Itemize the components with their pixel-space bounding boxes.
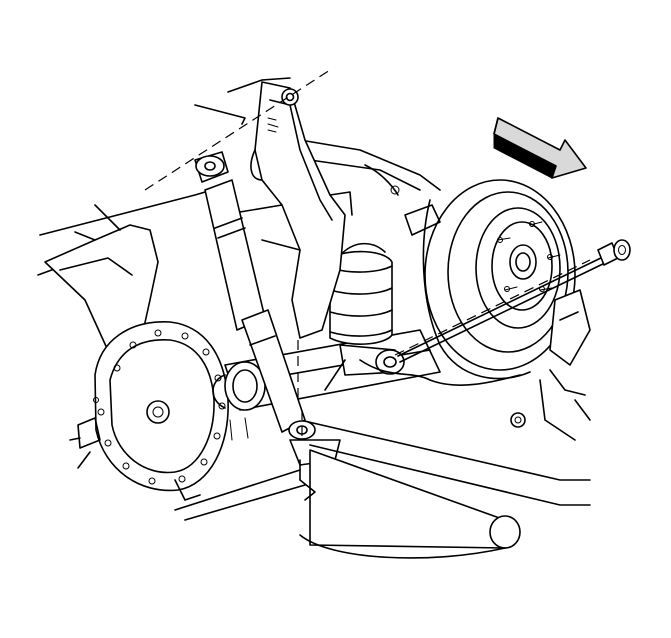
trailing-arm [324,344,405,391]
brake-line [174,359,521,501]
caliper-bracket [510,289,591,441]
direction-arrow-icon [493,117,587,179]
shock-absorber [194,151,316,440]
mounting-bolt [397,239,631,363]
exhaust-pipe [299,449,521,559]
alignment-lines [144,69,591,438]
vehicle-frame [37,77,591,521]
brake-rotor [404,179,576,380]
differential-bolts [93,329,226,485]
differential-housing [69,321,229,492]
coil-spring [329,242,393,345]
wheel-studs [497,221,561,292]
axle-tube [212,329,441,411]
